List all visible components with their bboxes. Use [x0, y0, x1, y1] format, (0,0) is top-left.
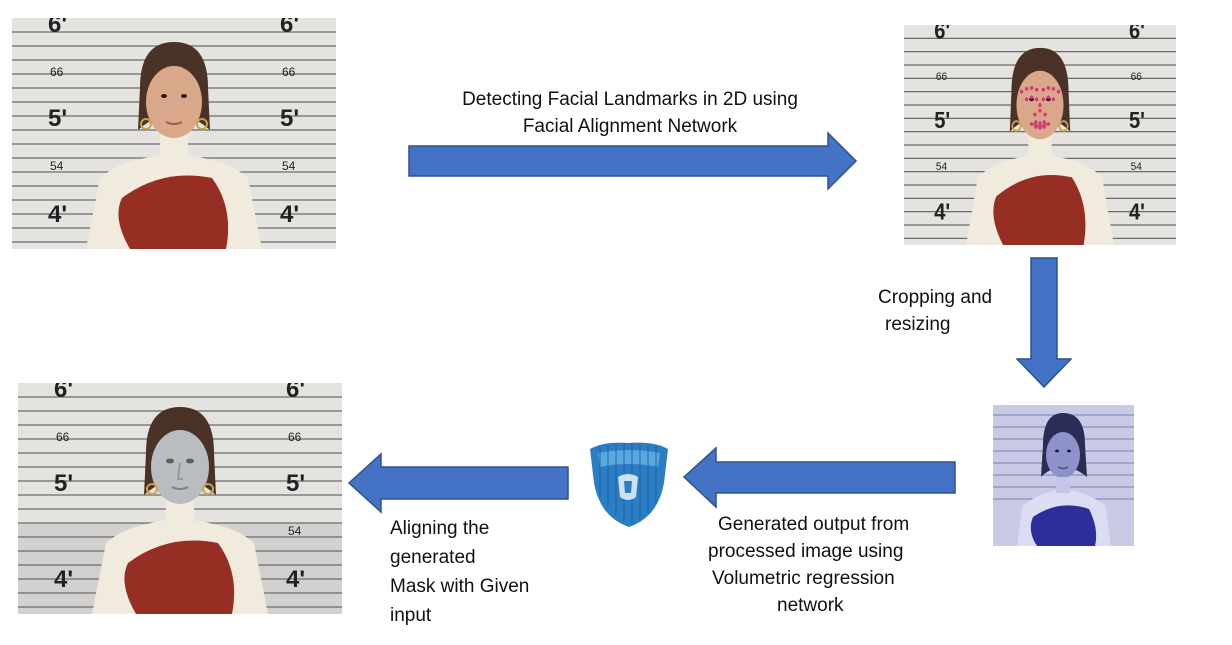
volumetric-mesh-output — [584, 437, 674, 532]
cropped-photo — [993, 405, 1134, 546]
height-label-66-right: 66 — [1131, 71, 1142, 84]
height-label-66-left: 66 — [50, 65, 64, 79]
step-align-line2: generated — [390, 547, 476, 568]
step-align-line1: Aligning the — [390, 518, 490, 539]
height-label-6ft-right: 6' — [280, 18, 299, 38]
height-label-6ft-right: 6' — [1129, 25, 1145, 44]
step-align-line4: input — [390, 605, 432, 626]
height-label-4ft-right: 4' — [280, 201, 299, 228]
arrow-down-crop — [1016, 257, 1072, 388]
step-generate-line2: processed image using — [708, 541, 904, 562]
height-label-5ft-right: 5' — [280, 105, 299, 132]
step-detect-label: Detecting Facial Landmarks in 2D using F… — [425, 86, 835, 140]
height-label-66-right: 66 — [288, 430, 302, 444]
landmarks-photo: 6' 6' 66 66 5' 5' 54 54 4' 4' — [904, 25, 1176, 245]
height-label-4ft-left: 4' — [48, 201, 67, 228]
height-label-4ft-left: 4' — [934, 199, 950, 224]
height-label-5ft-right: 5' — [286, 470, 305, 497]
height-label-5ft-left: 5' — [54, 470, 73, 497]
step-detect-line2: Facial Alignment Network — [522, 116, 738, 137]
step-align-line3: Mask with Given — [390, 576, 530, 597]
height-label-5ft-left: 5' — [934, 108, 950, 133]
height-label-66-right: 66 — [282, 65, 296, 79]
height-label-6ft-left: 6' — [54, 383, 73, 403]
height-label-66-left: 66 — [56, 430, 70, 444]
height-label-66-left: 66 — [936, 71, 947, 84]
step-generate-line4: network — [777, 595, 844, 616]
height-label-4ft-right: 4' — [286, 566, 305, 593]
height-label-4ft-right: 4' — [1129, 199, 1145, 224]
step-crop-label: Cropping and resizing — [878, 284, 1028, 338]
height-label-5ft-right: 5' — [1129, 108, 1145, 133]
arrow-left-generate — [682, 446, 956, 509]
arrow-left-align — [347, 452, 569, 514]
arrow-right-detect — [408, 131, 858, 191]
aligned-result-photo: 6' 6' 66 66 5' 5' 54 4' 4' — [18, 383, 342, 614]
height-label-54-right: 54 — [282, 159, 296, 173]
step-align-label: Aligning the generated Mask with Given i… — [390, 514, 580, 630]
step-generate-label: Generated output from processed image us… — [700, 511, 960, 619]
step-detect-line1: Detecting Facial Landmarks in 2D using — [462, 89, 798, 110]
height-label-5ft-left: 5' — [48, 105, 67, 132]
height-label-6ft-left: 6' — [934, 25, 950, 44]
height-label-6ft-right: 6' — [286, 383, 305, 403]
height-label-54-left: 54 — [50, 159, 64, 173]
step-generate-line1: Generated output from — [718, 514, 910, 535]
height-label-6ft-left: 6' — [48, 18, 67, 38]
input-photo: 6' 6' 66 66 5' 5' 54 54 4' 4' — [12, 18, 336, 249]
step-generate-line3: Volumetric regression — [712, 568, 895, 589]
step-crop-line1: Cropping and — [878, 287, 993, 308]
height-label-54-right: 54 — [288, 524, 302, 538]
height-label-54-left: 54 — [936, 160, 947, 173]
step-crop-line2: resizing — [885, 314, 951, 335]
height-label-54-right: 54 — [1131, 160, 1142, 173]
facial-landmarks — [1019, 85, 1061, 130]
height-label-4ft-left: 4' — [54, 566, 73, 593]
